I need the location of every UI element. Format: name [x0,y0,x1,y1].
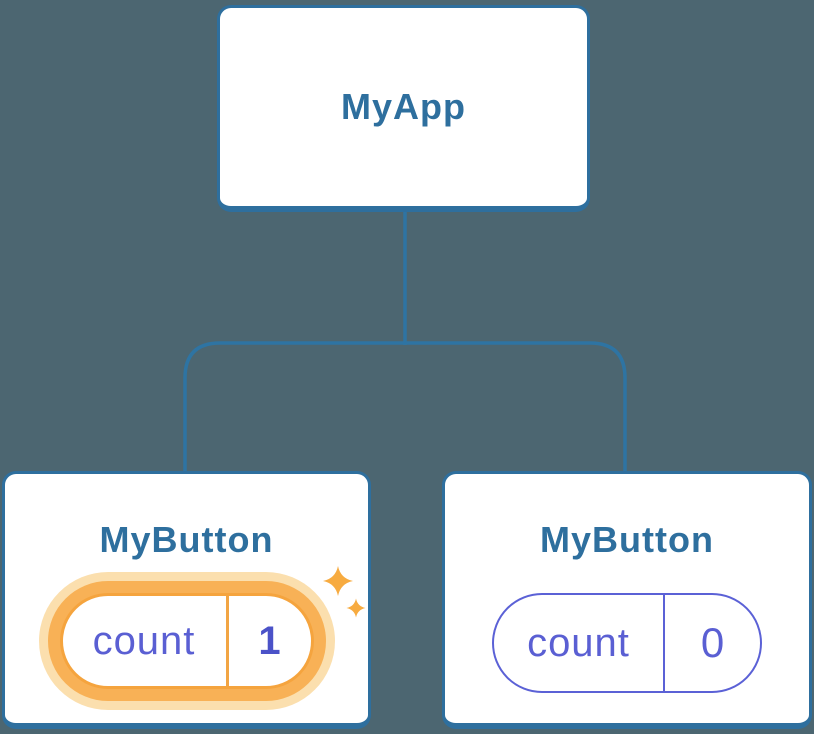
state-pill: count 0 [492,593,762,693]
right-node-title: MyButton [540,519,714,560]
sparkle-large-icon [323,566,353,596]
root-node-title: MyApp [341,86,466,127]
pill-divider [663,595,665,691]
tree-node-root: MyApp [217,5,590,212]
state-label: count [527,620,630,665]
tree-node-button-left: MyButton count 1 [2,471,371,729]
tree-node-button-right: MyButton count 0 [442,471,812,729]
state-value: 1 [258,618,281,663]
state-value: 0 [700,619,725,666]
left-node-title: MyButton [99,519,274,560]
state-pill-highlighted: count 1 [59,593,314,689]
state-label: count [92,618,196,663]
connector-bracket [183,341,627,472]
sparkle-small-icon [346,598,366,618]
pill-divider [225,596,229,686]
